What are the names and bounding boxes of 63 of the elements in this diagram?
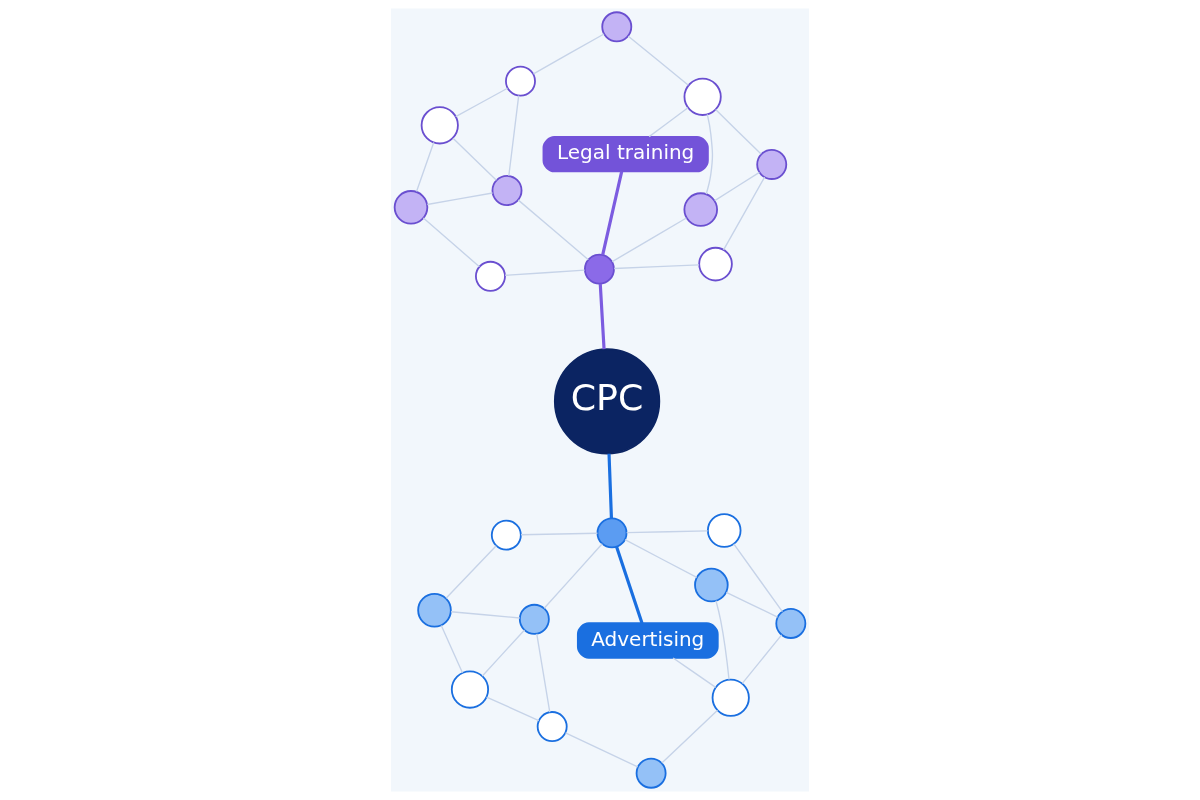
connector: [532, 33, 605, 75]
connector: [714, 171, 761, 202]
node-circle: [683, 77, 722, 116]
connector: [440, 624, 464, 674]
connector: [415, 141, 435, 193]
connector: [450, 611, 521, 619]
node-circle: [698, 246, 733, 282]
connector: [481, 629, 526, 677]
node-circle: [420, 106, 459, 145]
node-circle: [491, 175, 523, 206]
node-circle: [490, 519, 522, 551]
connector: [520, 532, 599, 536]
node-circle: [635, 757, 667, 789]
node-circle: [711, 678, 750, 717]
connector: [422, 217, 481, 268]
node-circle: [505, 65, 536, 97]
node-box: Advertising: [576, 622, 719, 659]
connector: [517, 199, 589, 261]
connector: [705, 113, 714, 195]
connector: [626, 530, 709, 534]
connector: [672, 657, 717, 688]
connector: [601, 171, 624, 256]
connector: [485, 696, 540, 722]
connector: [733, 543, 784, 613]
connector: [564, 732, 639, 768]
connector: [624, 539, 698, 579]
node-circle: [756, 149, 788, 180]
connector: [627, 35, 690, 86]
node-circle: CPC: [553, 348, 661, 455]
connector: [615, 546, 644, 624]
node-circle: [601, 11, 633, 43]
connector: [536, 633, 551, 713]
connector: [714, 108, 762, 155]
connector: [504, 269, 586, 276]
node-circle: [596, 517, 628, 549]
connector: [598, 283, 606, 350]
node-circle: [706, 513, 742, 548]
node-circle: [775, 608, 807, 639]
connector: [543, 543, 603, 609]
connector: [722, 176, 766, 251]
node-box: Legal training: [542, 135, 709, 173]
node-circle: [683, 192, 718, 227]
node-circle: [393, 190, 429, 225]
connector: [452, 137, 498, 181]
connector: [455, 87, 509, 118]
node-circle: [475, 260, 506, 292]
node-circle: [583, 253, 615, 285]
node-circle: [694, 567, 729, 603]
node-circle: [518, 603, 550, 635]
node-circle: [450, 670, 490, 709]
connector: [661, 709, 719, 764]
connector: [725, 591, 779, 618]
connector: [426, 192, 494, 206]
connector: [611, 217, 688, 263]
node-circle: [417, 593, 452, 628]
connector: [715, 600, 730, 681]
connector: [741, 634, 783, 685]
node-circle: [536, 711, 568, 742]
connector: [607, 453, 614, 519]
connector: [445, 545, 497, 599]
connector: [508, 94, 520, 177]
connector: [613, 264, 700, 270]
connector: [648, 107, 689, 138]
